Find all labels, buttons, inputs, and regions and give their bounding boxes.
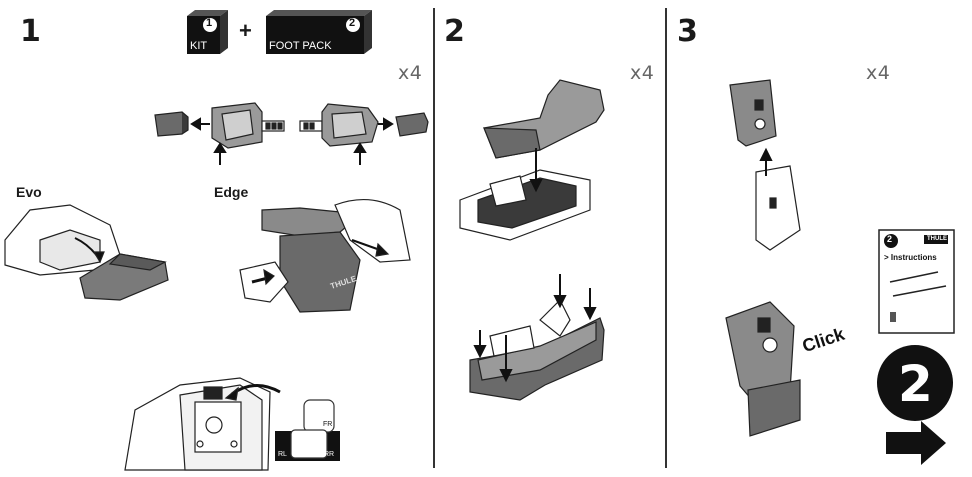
pad-bottom-assembly [469, 298, 605, 401]
kit-badge: 1 [206, 17, 213, 29]
divider-step-1-2 [433, 8, 435, 468]
booklet-brand: THULE [927, 236, 947, 242]
kit-label: KIT [190, 40, 208, 52]
base-top [459, 169, 591, 241]
evo-label: Evo [16, 184, 42, 200]
foot-bracket-top [729, 79, 777, 147]
foot-bracket-bottom [725, 301, 801, 437]
next-step-number: 2 [898, 355, 933, 413]
foot-pack-badge: 2 [349, 17, 356, 29]
foot-placement-illustration [124, 377, 281, 471]
next-step-arrow-icon [886, 421, 946, 465]
step-3-number: 3 [677, 14, 698, 49]
evo-removal-illustration [4, 204, 169, 301]
step-1-multiplier: x4 [398, 62, 423, 84]
plus-sign: + [239, 18, 252, 43]
divider-step-2-3 [665, 8, 667, 468]
step-1-number: 1 [20, 14, 41, 49]
booklet-title: > Instructions [884, 253, 937, 262]
step-2-multiplier: x4 [630, 62, 655, 84]
instructions-booklet [878, 229, 955, 334]
position-rr: RR [324, 451, 335, 458]
foot-pack-label: FOOT PACK [269, 40, 332, 52]
bracket-clip-top [755, 165, 801, 251]
edge-label: Edge [214, 184, 249, 200]
step-3-multiplier: x4 [866, 62, 891, 84]
car-position-diagram [275, 399, 340, 461]
position-fr: FR [323, 421, 333, 428]
booklet-badge: 2 [887, 234, 893, 244]
pad-top [483, 79, 605, 159]
next-step-badge [877, 345, 953, 421]
exploded-arrows [190, 117, 394, 165]
position-rl: RL [278, 451, 287, 458]
edge-removal-illustration [239, 198, 411, 313]
step-2-number: 2 [444, 14, 465, 49]
foot-pack-box [266, 10, 372, 54]
foot-assembly-exploded [154, 102, 429, 149]
